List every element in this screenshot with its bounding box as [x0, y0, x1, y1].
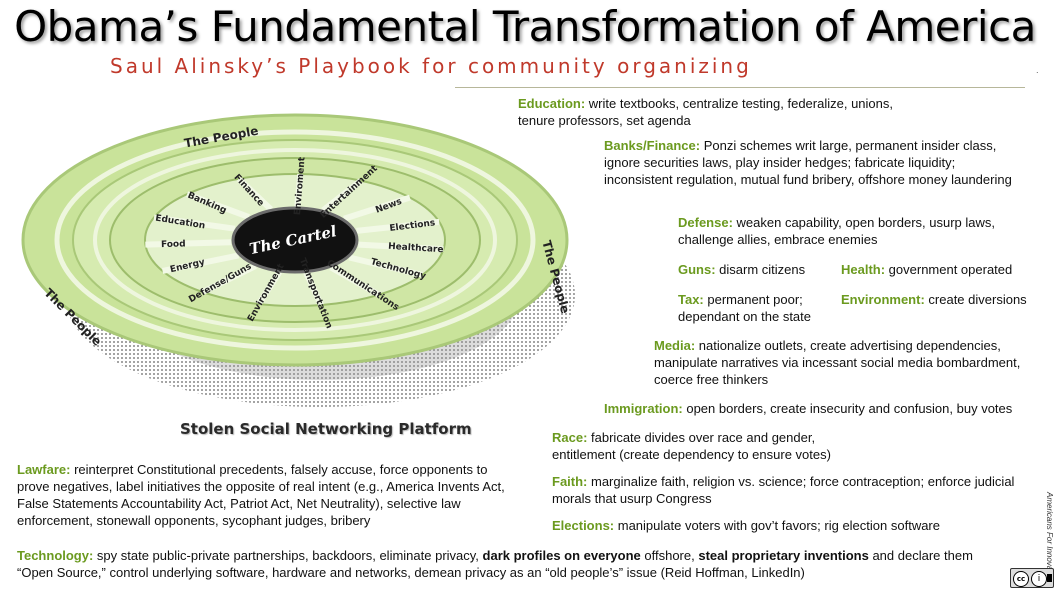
- item-immigration: Immigration: open borders, create insecu…: [604, 400, 1054, 417]
- item-defense: Defense: weaken capability, open borders…: [678, 214, 1028, 248]
- page-subtitle: Saul Alinsky’s Playbook for community or…: [110, 54, 752, 78]
- item-guns: Guns: disarm citizens: [678, 261, 838, 278]
- spoke-line: [348, 254, 423, 278]
- cc-icon: cc: [1013, 571, 1029, 587]
- item-elections-text: manipulate voters with gov’t favors; rig…: [614, 518, 940, 533]
- item-elections: Elections: manipulate voters with gov’t …: [552, 517, 1022, 534]
- spoke-line: [321, 178, 363, 213]
- item-banks-text: Ponzi schemes writ large, permanent insi…: [604, 138, 1012, 187]
- item-media-label: Media:: [654, 338, 696, 353]
- item-technology-bold-1: dark profiles on everyone: [482, 548, 641, 563]
- diagram-caption: Stolen Social Networking Platform: [180, 420, 472, 438]
- item-education-text: write textbooks, centralize testing, fed…: [518, 96, 893, 128]
- item-environment-text: create diversions: [924, 292, 1027, 307]
- spoke-line: [236, 176, 274, 212]
- attribution-icon: i: [1031, 571, 1047, 587]
- spoke-lines: [145, 173, 444, 307]
- item-technology-label: Technology:: [17, 548, 94, 563]
- item-health-label: Health:: [841, 262, 886, 277]
- spoke-line: [201, 263, 257, 295]
- badge-edge: [1047, 574, 1052, 582]
- item-education-label: Education:: [518, 96, 586, 111]
- spoke-line: [153, 214, 236, 232]
- item-lawfare-text: reinterpret Constitutional precedents, f…: [17, 462, 505, 528]
- item-technology-text-3: and declare them “Open Source,” control …: [17, 548, 973, 580]
- spoke-line: [256, 270, 283, 306]
- spoke-label: Enviroment: [293, 156, 308, 216]
- spoke-line: [358, 241, 444, 253]
- spoke-line: [356, 218, 440, 234]
- item-technology: Technology: spy state public-private par…: [17, 547, 1002, 581]
- spoke-line: [329, 264, 381, 298]
- item-education: Education: write textbooks, centralize t…: [518, 95, 928, 129]
- item-technology-text-1: spy state public-private partnerships, b…: [93, 548, 483, 563]
- spoke-line: [145, 239, 232, 248]
- item-lawfare-label: Lawfare:: [17, 462, 71, 477]
- item-media: Media: nationalize outlets, create adver…: [654, 337, 1024, 388]
- item-race-label: Race:: [552, 430, 588, 445]
- spoke-line: [161, 252, 240, 274]
- item-defense-text: weaken capability, open borders, usurp l…: [678, 215, 995, 247]
- item-immigration-label: Immigration:: [604, 401, 683, 416]
- spoke-line: [303, 271, 324, 307]
- spoke-label: Food: [161, 239, 186, 250]
- item-guns-text: disarm citizens: [715, 262, 806, 277]
- item-lawfare: Lawfare: reinterpret Constitutional prec…: [17, 461, 507, 529]
- item-tax: Tax: permanent poor; dependant on the st…: [678, 291, 833, 325]
- item-environment: Environment: create diversions: [841, 291, 1056, 308]
- item-faith-label: Faith:: [552, 474, 588, 489]
- spoke-line: [343, 194, 411, 222]
- item-technology-text-2: offshore,: [640, 548, 699, 563]
- item-banks-label: Banks/Finance:: [604, 138, 701, 153]
- item-technology-bold-2: steal proprietary inventions: [698, 548, 869, 563]
- spoke-line: [294, 173, 304, 208]
- item-guns-label: Guns:: [678, 262, 716, 277]
- spoke-label: Healthcare: [388, 242, 444, 255]
- item-elections-label: Elections:: [552, 518, 615, 533]
- page-title: Obama’s Fundamental Transformation of Am…: [14, 2, 1036, 51]
- item-health-text: government operated: [885, 262, 1013, 277]
- item-faith-text: marginalize faith, religion vs. science;…: [552, 474, 1015, 506]
- item-banks: Banks/Finance: Ponzi schemes writ large,…: [604, 137, 1024, 188]
- item-race-text: fabricate divides over race and gender, …: [552, 430, 831, 462]
- credit-text: Americans For Innovation: [1045, 492, 1054, 584]
- item-health: Health: government operated: [841, 261, 1041, 278]
- wheel: [21, 113, 569, 367]
- header-rule: [455, 87, 1025, 88]
- item-race: Race: fabricate divides over race and ge…: [552, 429, 852, 463]
- item-faith: Faith: marginalize faith, religion vs. s…: [552, 473, 1022, 507]
- header-dot: .: [1036, 66, 1039, 75]
- cc-license-badge: cc i: [1010, 568, 1054, 588]
- item-environment-label: Environment:: [841, 292, 925, 307]
- item-tax-text: permanent poor; dependant on the state: [678, 292, 812, 324]
- item-tax-label: Tax:: [678, 292, 704, 307]
- item-immigration-text: open borders, create insecurity and conf…: [682, 401, 1013, 416]
- spoke-line: [186, 191, 251, 220]
- item-media-text: nationalize outlets, create advertising …: [654, 338, 1021, 387]
- item-defense-label: Defense:: [678, 215, 733, 230]
